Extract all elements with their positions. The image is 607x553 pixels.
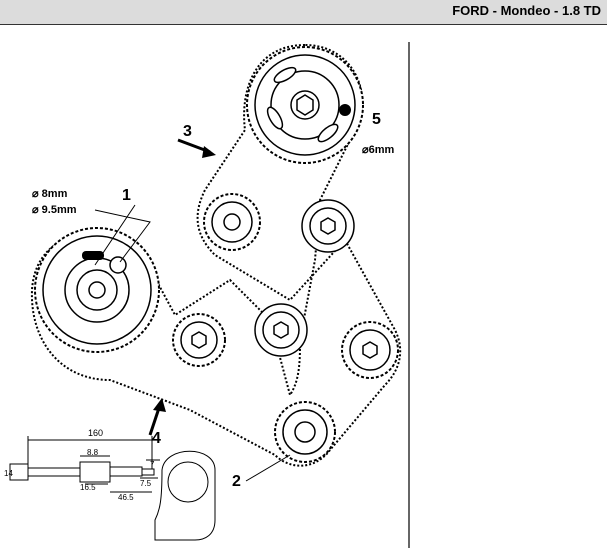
- camshaft-sprocket: [246, 46, 364, 164]
- pulley-right: [341, 321, 399, 379]
- callout-3: 3: [183, 123, 192, 140]
- arrow-3: [177, 138, 216, 158]
- crankshaft-sprocket: [274, 401, 336, 463]
- injection-pump-sprocket: [34, 227, 160, 353]
- pin-8mm-label: ⌀ 8mm: [32, 188, 68, 200]
- pulley-center-left: [172, 313, 226, 367]
- timing-pin-tool: [9, 436, 216, 541]
- pin-6mm-label: ⌀6mm: [362, 144, 395, 156]
- callout-5: 5: [372, 111, 381, 128]
- timing-slot: [82, 251, 104, 260]
- callout-4: 4: [152, 430, 161, 447]
- timing-pin-hole: [339, 104, 351, 116]
- pulley-upper-right: [301, 199, 355, 253]
- callout-2: 2: [232, 473, 241, 490]
- pulley-center: [254, 303, 308, 357]
- dim-46-5: 46.5: [118, 493, 134, 502]
- dim-16-5: 16.5: [80, 483, 96, 492]
- pulley-upper-left: [203, 193, 261, 251]
- dim-8-8: 8.8: [87, 448, 99, 457]
- arrow-4: [148, 398, 166, 436]
- callout-1: 1: [122, 187, 131, 204]
- pin-9-5mm-label: ⌀ 9.5mm: [32, 204, 77, 216]
- page-title: FORD - Mondeo - 1.8 TD: [452, 3, 601, 18]
- dim-7: 7: [150, 460, 155, 469]
- header-bar: FORD - Mondeo - 1.8 TD: [0, 0, 607, 25]
- dim-160: 160: [88, 428, 103, 438]
- dim-14: 14: [4, 469, 13, 478]
- dim-7-5: 7.5: [140, 479, 152, 488]
